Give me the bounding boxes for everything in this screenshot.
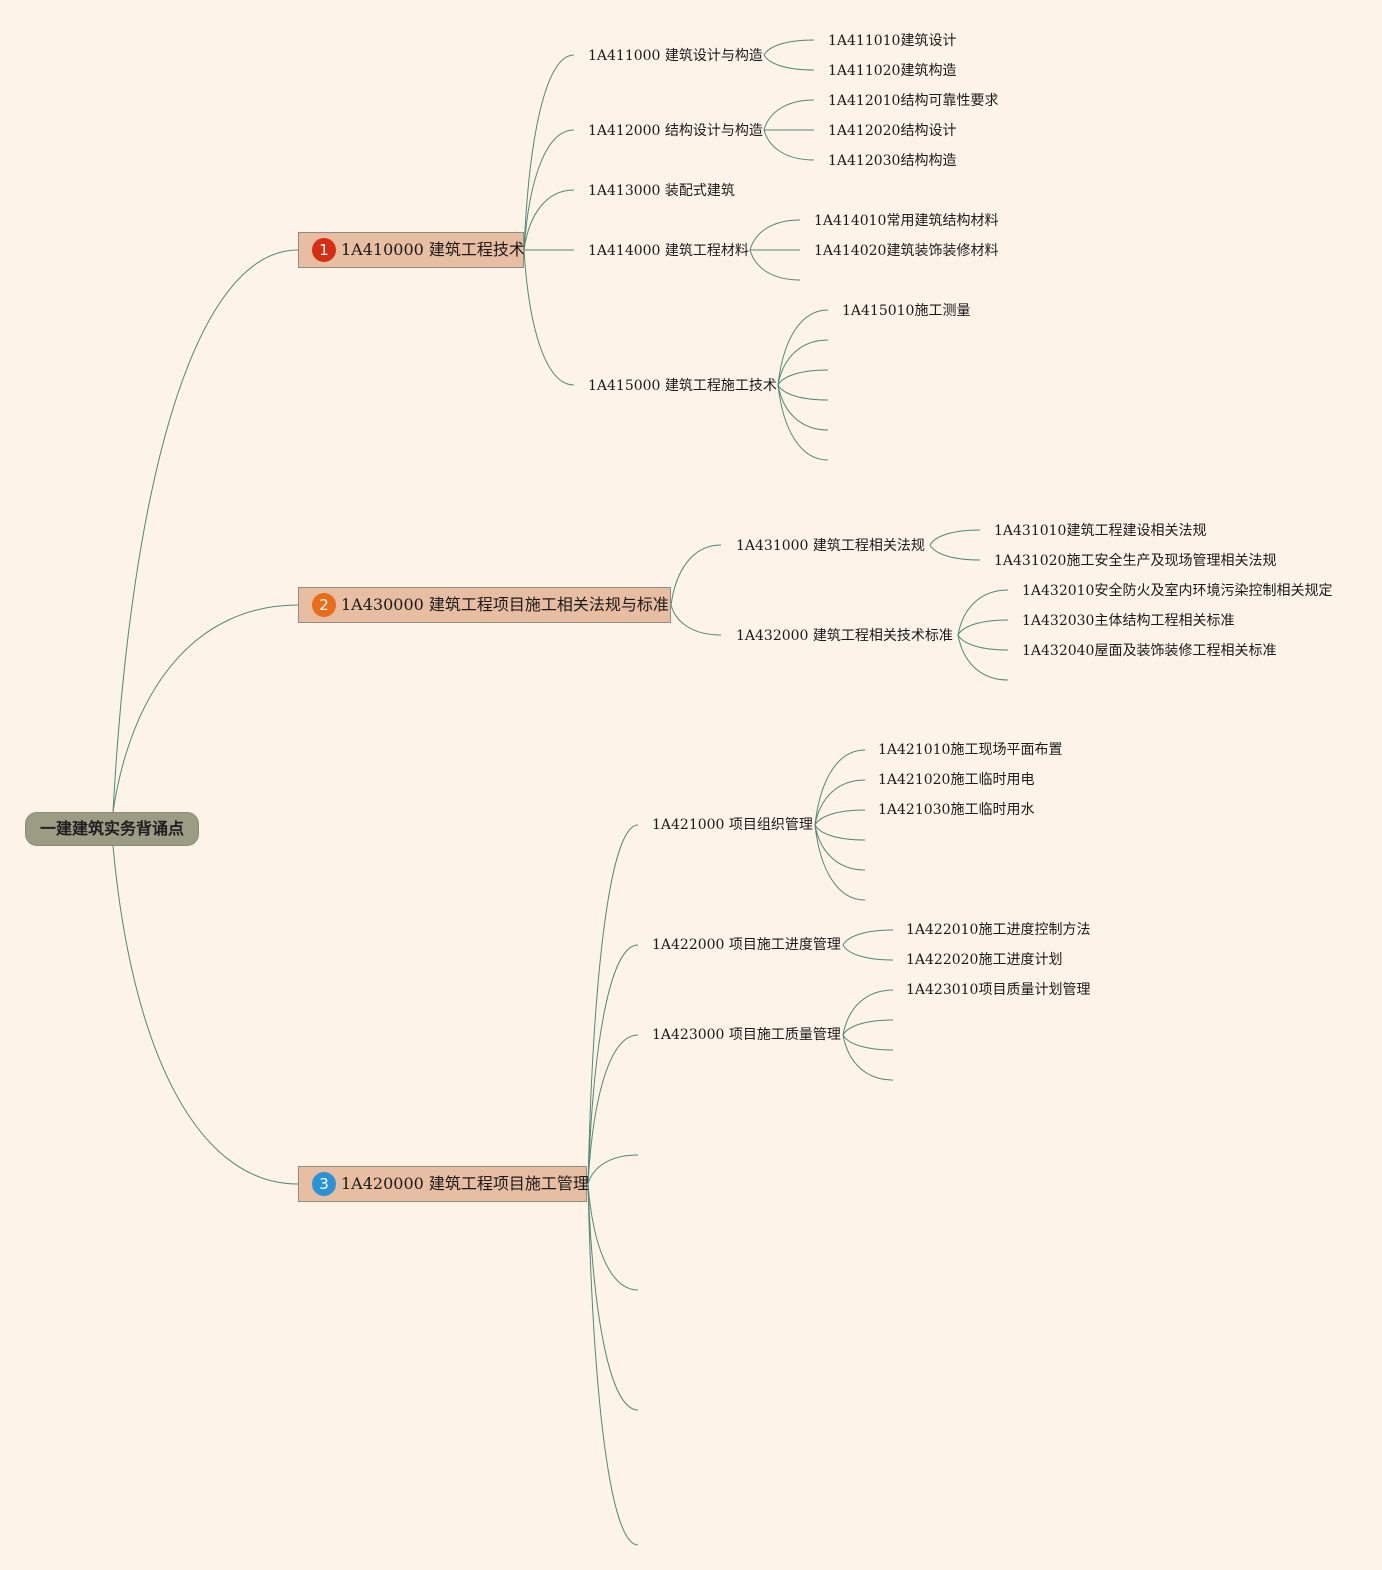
leaf-node[interactable]: 1A411010建筑设计 bbox=[828, 33, 957, 49]
leaf-connector bbox=[777, 384, 829, 461]
subtopic-node[interactable]: 1A415000 建筑工程施工技术 bbox=[588, 378, 777, 394]
number-badge-icon: 1 bbox=[312, 238, 336, 262]
number-badge-icon: 2 bbox=[312, 593, 336, 617]
leaf-connector bbox=[957, 589, 1009, 636]
leaf-node[interactable]: 1A411020建筑构造 bbox=[828, 63, 957, 79]
leaf-connector bbox=[777, 369, 829, 386]
subtopic-node[interactable]: 1A432000 建筑工程相关技术标准 bbox=[736, 628, 953, 644]
topic-label: 1A410000 建筑工程技术 bbox=[341, 240, 525, 259]
leaf-connector bbox=[749, 219, 801, 251]
topic-connector bbox=[587, 824, 639, 1185]
topic-connector bbox=[587, 1183, 639, 1291]
leaf-connector bbox=[957, 634, 1009, 681]
topic-connector bbox=[523, 249, 575, 386]
topic-connector bbox=[587, 944, 639, 1185]
topic-node-1[interactable]: 1 1A410000 建筑工程技术 bbox=[298, 232, 525, 268]
leaf-node[interactable]: 1A423010项目质量计划管理 bbox=[906, 982, 1091, 998]
leaf-connector bbox=[763, 99, 815, 131]
leaf-connector bbox=[814, 824, 866, 871]
leaf-connector bbox=[842, 989, 894, 1036]
leaf-connector bbox=[842, 1019, 894, 1036]
topic-connector bbox=[587, 1183, 639, 1411]
subtopic-node[interactable]: 1A422000 项目施工进度管理 bbox=[652, 937, 841, 953]
topic-label: 1A420000 建筑工程项目施工管理 bbox=[341, 1174, 589, 1193]
leaf-node[interactable]: 1A421020施工临时用电 bbox=[878, 772, 1035, 788]
topic-node-2[interactable]: 2 1A430000 建筑工程项目施工相关法规与标准 bbox=[298, 587, 671, 623]
leaf-connector bbox=[777, 339, 829, 386]
leaf-connector bbox=[842, 929, 894, 946]
leaf-connector bbox=[929, 544, 981, 561]
subtopic-node[interactable]: 1A412000 结构设计与构造 bbox=[588, 123, 763, 139]
leaf-node[interactable]: 1A422010施工进度控制方法 bbox=[906, 922, 1091, 938]
leaf-node[interactable]: 1A421030施工临时用水 bbox=[878, 802, 1035, 818]
leaf-connector bbox=[814, 749, 866, 826]
leaf-connector bbox=[842, 1034, 894, 1081]
leaf-node[interactable]: 1A412030结构构造 bbox=[828, 153, 957, 169]
leaf-node[interactable]: 1A432040屋面及装饰装修工程相关标准 bbox=[1022, 643, 1277, 659]
leaf-connector bbox=[777, 384, 829, 431]
number-badge-icon: 3 bbox=[312, 1172, 336, 1196]
leaf-connector bbox=[957, 634, 1009, 651]
topic-connector bbox=[587, 1183, 639, 1546]
topic-connector bbox=[587, 1154, 639, 1185]
leaf-node[interactable]: 1A422020施工进度计划 bbox=[906, 952, 1063, 968]
root-node[interactable]: 一建建筑实务背诵点 bbox=[25, 812, 199, 846]
root-connector bbox=[112, 249, 299, 813]
leaf-node[interactable]: 1A431020施工安全生产及现场管理相关法规 bbox=[994, 553, 1277, 569]
leaf-connector bbox=[814, 824, 866, 841]
leaf-node[interactable]: 1A412010结构可靠性要求 bbox=[828, 93, 999, 109]
subtopic-node[interactable]: 1A413000 装配式建筑 bbox=[588, 183, 735, 199]
leaf-connector bbox=[763, 39, 815, 56]
leaf-connector bbox=[763, 54, 815, 71]
leaf-connector bbox=[814, 824, 866, 901]
root-connector bbox=[112, 845, 299, 1185]
subtopic-node[interactable]: 1A414000 建筑工程材料 bbox=[588, 243, 749, 259]
leaf-connector bbox=[814, 779, 866, 826]
leaf-connector bbox=[763, 129, 815, 161]
topic-node-3[interactable]: 3 1A420000 建筑工程项目施工管理 bbox=[298, 1166, 589, 1202]
topic-connector bbox=[670, 544, 722, 606]
topic-connector bbox=[587, 1034, 639, 1185]
leaf-node[interactable]: 1A414010常用建筑结构材料 bbox=[814, 213, 999, 229]
leaf-connector bbox=[842, 1034, 894, 1051]
subtopic-node[interactable]: 1A431000 建筑工程相关法规 bbox=[736, 538, 925, 554]
leaf-node[interactable]: 1A431010建筑工程建设相关法规 bbox=[994, 523, 1207, 539]
leaf-connector bbox=[842, 944, 894, 961]
topic-connector bbox=[523, 189, 575, 251]
leaf-connector bbox=[814, 809, 866, 826]
leaf-node[interactable]: 1A415010施工测量 bbox=[842, 303, 971, 319]
leaf-node[interactable]: 1A412020结构设计 bbox=[828, 123, 957, 139]
topic-connector bbox=[523, 54, 575, 251]
topic-connector bbox=[670, 604, 722, 636]
leaf-node[interactable]: 1A432030主体结构工程相关标准 bbox=[1022, 613, 1235, 629]
topic-connector bbox=[523, 129, 575, 251]
subtopic-node[interactable]: 1A423000 项目施工质量管理 bbox=[652, 1027, 841, 1043]
subtopic-node[interactable]: 1A421000 项目组织管理 bbox=[652, 817, 813, 833]
leaf-connector bbox=[777, 384, 829, 401]
subtopic-node[interactable]: 1A411000 建筑设计与构造 bbox=[588, 48, 763, 64]
topic-label: 1A430000 建筑工程项目施工相关法规与标准 bbox=[341, 595, 669, 614]
leaf-node[interactable]: 1A421010施工现场平面布置 bbox=[878, 742, 1063, 758]
leaf-node[interactable]: 1A432010安全防火及室内环境污染控制相关规定 bbox=[1022, 583, 1333, 599]
root-connector bbox=[112, 604, 299, 813]
leaf-connector bbox=[777, 309, 829, 386]
leaf-connector bbox=[957, 619, 1009, 636]
leaf-connector bbox=[929, 529, 981, 546]
leaf-node[interactable]: 1A414020建筑装饰装修材料 bbox=[814, 243, 999, 259]
leaf-connector bbox=[749, 249, 801, 281]
